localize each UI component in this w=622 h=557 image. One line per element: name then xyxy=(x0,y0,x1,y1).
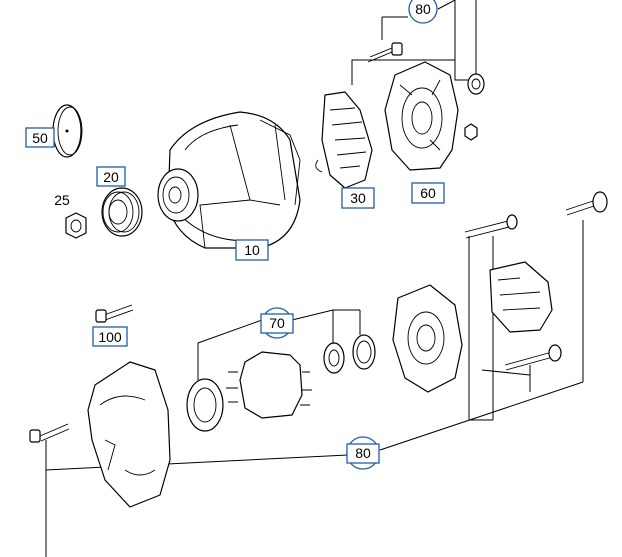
part-long-bolt xyxy=(464,214,518,239)
callout-10-label: 10 xyxy=(244,242,260,258)
part-rear-housing xyxy=(392,284,463,393)
part-bolt-bottom-left xyxy=(29,423,70,443)
part-stator xyxy=(226,351,312,419)
part-25-nut xyxy=(65,212,87,239)
callout-60[interactable]: 60 xyxy=(411,182,445,204)
callout-25: 25 xyxy=(54,192,70,208)
part-screw-top xyxy=(367,42,403,63)
callout-70[interactable]: 70 xyxy=(260,307,294,339)
callout-30-label: 30 xyxy=(350,190,366,206)
part-70-bearings xyxy=(186,334,376,432)
callout-10[interactable]: 10 xyxy=(235,239,269,261)
callout-60-label: 60 xyxy=(420,185,436,201)
part-20-pulley xyxy=(101,187,143,237)
callout-30[interactable]: 30 xyxy=(341,187,375,209)
callout-80-top[interactable]: 80 xyxy=(408,0,438,24)
callout-20[interactable]: 20 xyxy=(96,166,126,187)
part-60-rear-cover xyxy=(384,61,459,171)
callout-100[interactable]: 100 xyxy=(92,326,128,347)
part-50-cover-disc xyxy=(52,104,83,158)
callout-80-top-label: 80 xyxy=(415,1,431,17)
callout-20-label: 20 xyxy=(103,169,119,185)
callout-50[interactable]: 50 xyxy=(25,127,55,148)
part-30-regulator xyxy=(315,91,373,189)
part-ring-nut-top xyxy=(464,73,485,141)
part-bolt-lower-right xyxy=(504,344,562,371)
leader-lines xyxy=(45,0,584,557)
callout-80-bottom[interactable]: 80 xyxy=(346,436,380,470)
callout-70-label: 70 xyxy=(269,315,285,331)
callout-50-label: 50 xyxy=(32,130,48,146)
part-10-alternator xyxy=(157,111,301,249)
callout-80-bottom-label: 80 xyxy=(355,445,371,461)
part-bolt-right xyxy=(565,191,608,216)
callout-100-label: 100 xyxy=(98,329,122,345)
part-front-housing xyxy=(87,361,171,508)
part-brush-holder xyxy=(489,261,553,333)
callout-25-label: 25 xyxy=(54,192,70,208)
part-100-screw xyxy=(95,304,134,323)
